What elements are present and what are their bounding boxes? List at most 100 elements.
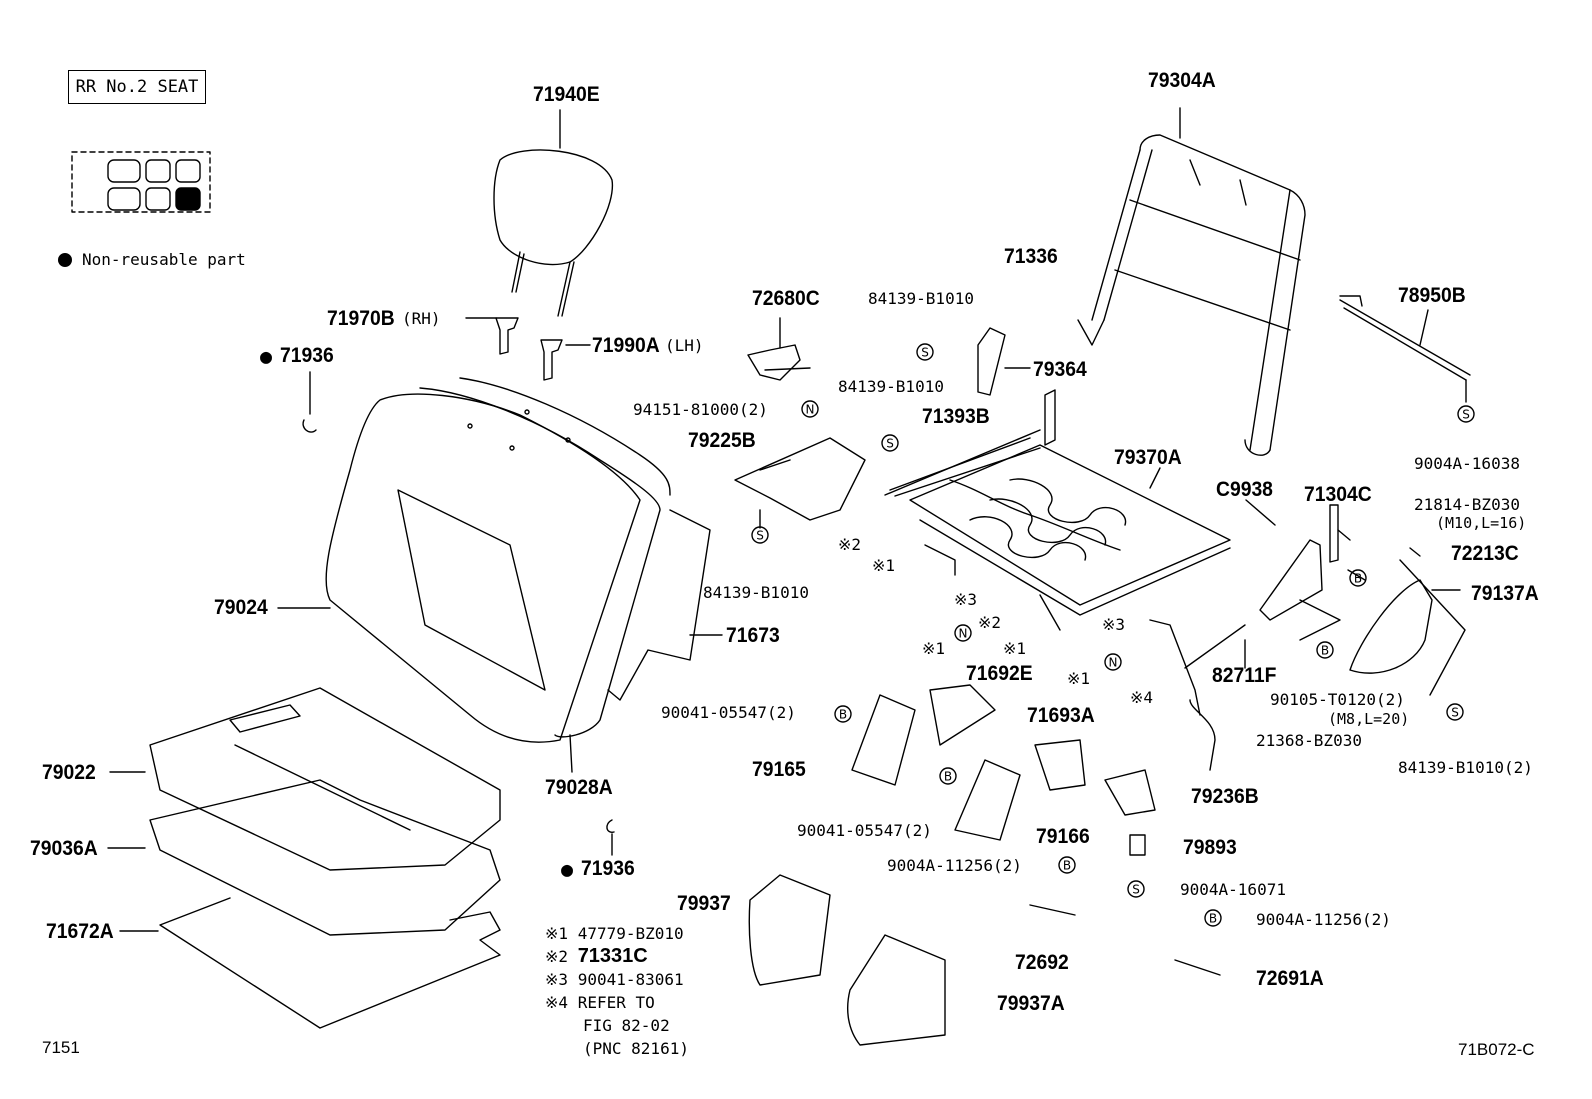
non-reusable-mark-upper: ● <box>260 344 273 368</box>
part-78950B: 78950B <box>1398 284 1466 307</box>
ref-mark-x1-a: ※1 <box>872 556 896 575</box>
part-90105-T0120: 90105-T0120(2) <box>1270 690 1405 709</box>
seat-cushion-shape <box>107 687 501 1029</box>
lower-brackets <box>851 684 1221 976</box>
part-C9938: C9938 <box>1216 478 1273 501</box>
ref-mark-x1-c: ※1 <box>1003 639 1027 658</box>
part-71940E: 71940E <box>533 83 600 106</box>
part-71393B: 71393B <box>922 405 990 428</box>
svg-text:B: B <box>839 708 847 722</box>
fastener-callout-s-3: S <box>1457 405 1475 423</box>
part-71692E: 71692E <box>966 662 1033 685</box>
seat-frame-shape <box>884 389 1231 631</box>
note-2: 71331C <box>577 945 648 967</box>
part-79893: 79893 <box>1183 836 1237 859</box>
part-79225B: 79225B <box>688 429 756 452</box>
ref-mark-x2-a: ※2 <box>838 535 862 554</box>
headrest-shape <box>493 109 614 317</box>
cable-shape <box>1149 619 1246 771</box>
fastener-callout-s-4: S <box>1446 703 1464 721</box>
note-4-mark: ※4 <box>545 993 569 1012</box>
part-84139-B1010-top: 84139-B1010 <box>868 289 974 308</box>
part-90041-05547-lower: 90041-05547(2) <box>797 821 932 840</box>
label-lh: (LH) <box>665 336 704 355</box>
seatback-frame-shape <box>1077 107 1306 456</box>
fastener-callout-s-1: S <box>881 434 899 452</box>
part-94151-81000: 94151-81000(2) <box>633 400 768 419</box>
non-reusable-dot-icon <box>58 253 72 267</box>
part-79937A: 79937A <box>997 992 1065 1015</box>
part-79022: 79022 <box>42 761 96 784</box>
fastener-callout-s-0: S <box>916 343 934 361</box>
part-71336: 71336 <box>1004 245 1058 268</box>
non-reusable-mark-lower: ● <box>561 857 574 881</box>
note-4-line-1: REFER TO <box>577 993 655 1012</box>
svg-text:S: S <box>921 346 929 360</box>
part-84139-B1010-box: 84139-B1010 <box>703 583 809 602</box>
svg-text:B: B <box>1063 859 1071 873</box>
side-cover-shapes <box>748 874 946 1046</box>
fastener-callout-b-12: B <box>939 767 957 785</box>
part-9004A-16071: 9004A-16071 <box>1180 880 1286 899</box>
fastener-callout-s-5: S <box>1127 880 1145 898</box>
clip-lower <box>606 819 615 833</box>
part-79364: 79364 <box>1033 358 1087 381</box>
svg-text:S: S <box>1132 883 1140 897</box>
part-82711F: 82711F <box>1212 664 1277 687</box>
part-72691A: 72691A <box>1256 967 1324 990</box>
fastener-callout-b-9: B <box>1349 569 1367 587</box>
fastener-callout-b-10: B <box>1316 641 1334 659</box>
fastener-callout-s-2: S <box>751 526 769 544</box>
part-90041-05547-upper: 90041-05547(2) <box>661 703 796 722</box>
part-84139-B1010-mid: 84139-B1010 <box>838 377 944 396</box>
ref-mark-x1-b: ※1 <box>922 639 946 658</box>
fastener-callout-b-14: B <box>1204 909 1222 927</box>
headrest-supports <box>465 317 591 381</box>
part-79236B: 79236B <box>1191 785 1259 808</box>
part-71304C: 71304C <box>1304 483 1372 506</box>
strap-shape <box>977 327 1006 396</box>
part-9004A-16038: 9004A-16038 <box>1414 454 1520 473</box>
part-79036A: 79036A <box>30 837 98 860</box>
part-72692: 72692 <box>1015 951 1069 974</box>
ref-mark-x2-b: ※2 <box>978 613 1002 632</box>
trim-cover-shape <box>1349 547 1466 696</box>
ref-mark-x3-b: ※3 <box>1102 615 1126 634</box>
part-71936-lower: 71936 <box>581 857 635 880</box>
note-3-mark: ※3 <box>545 970 569 989</box>
seatback-shape <box>277 377 723 773</box>
clip-upper <box>302 419 317 433</box>
svg-text:N: N <box>959 627 968 641</box>
ref-mark-x1-d: ※1 <box>1067 669 1091 688</box>
fastener-callout-b-11: B <box>834 705 852 723</box>
svg-text:S: S <box>1451 706 1459 720</box>
note-2-mark: ※2 <box>545 947 569 966</box>
fastener-callout-b-13: B <box>1058 856 1076 874</box>
svg-text:B: B <box>1354 572 1362 586</box>
part-9004A-11256-upper: 9004A-11256(2) <box>887 856 1022 875</box>
part-79028A: 79028A <box>545 776 613 799</box>
svg-text:B: B <box>1209 912 1217 926</box>
part-79166: 79166 <box>1036 825 1090 848</box>
part-79370A: 79370A <box>1114 446 1182 469</box>
part-71673: 71673 <box>726 624 780 647</box>
notes-block: ※1 47779-BZ010 ※2 71331C ※3 90041-83061 … <box>545 922 689 1060</box>
part-90105-spec: (M8,L=20) <box>1328 710 1410 728</box>
note-3: 90041-83061 <box>577 970 684 989</box>
handle-shape <box>747 317 811 381</box>
part-79165: 79165 <box>752 758 806 781</box>
fastener-callout-n-7: N <box>954 624 972 642</box>
ref-mark-x3-a: ※3 <box>954 590 978 609</box>
part-84139-B1010-2: 84139-B1010(2) <box>1398 758 1533 777</box>
part-79137A: 79137A <box>1471 582 1539 605</box>
storage-box-shape <box>734 437 866 529</box>
svg-text:S: S <box>1462 408 1470 422</box>
note-1-mark: ※1 <box>545 924 569 943</box>
part-21368-BZ030: 21368-BZ030 <box>1256 731 1362 750</box>
part-71672A: 71672A <box>46 920 114 943</box>
svg-text:B: B <box>1321 644 1329 658</box>
part-72213C: 72213C <box>1451 542 1519 565</box>
part-21814-BZ030: 21814-BZ030 <box>1414 495 1520 514</box>
note-4-line-2: FIG 82-02 <box>583 1016 670 1035</box>
